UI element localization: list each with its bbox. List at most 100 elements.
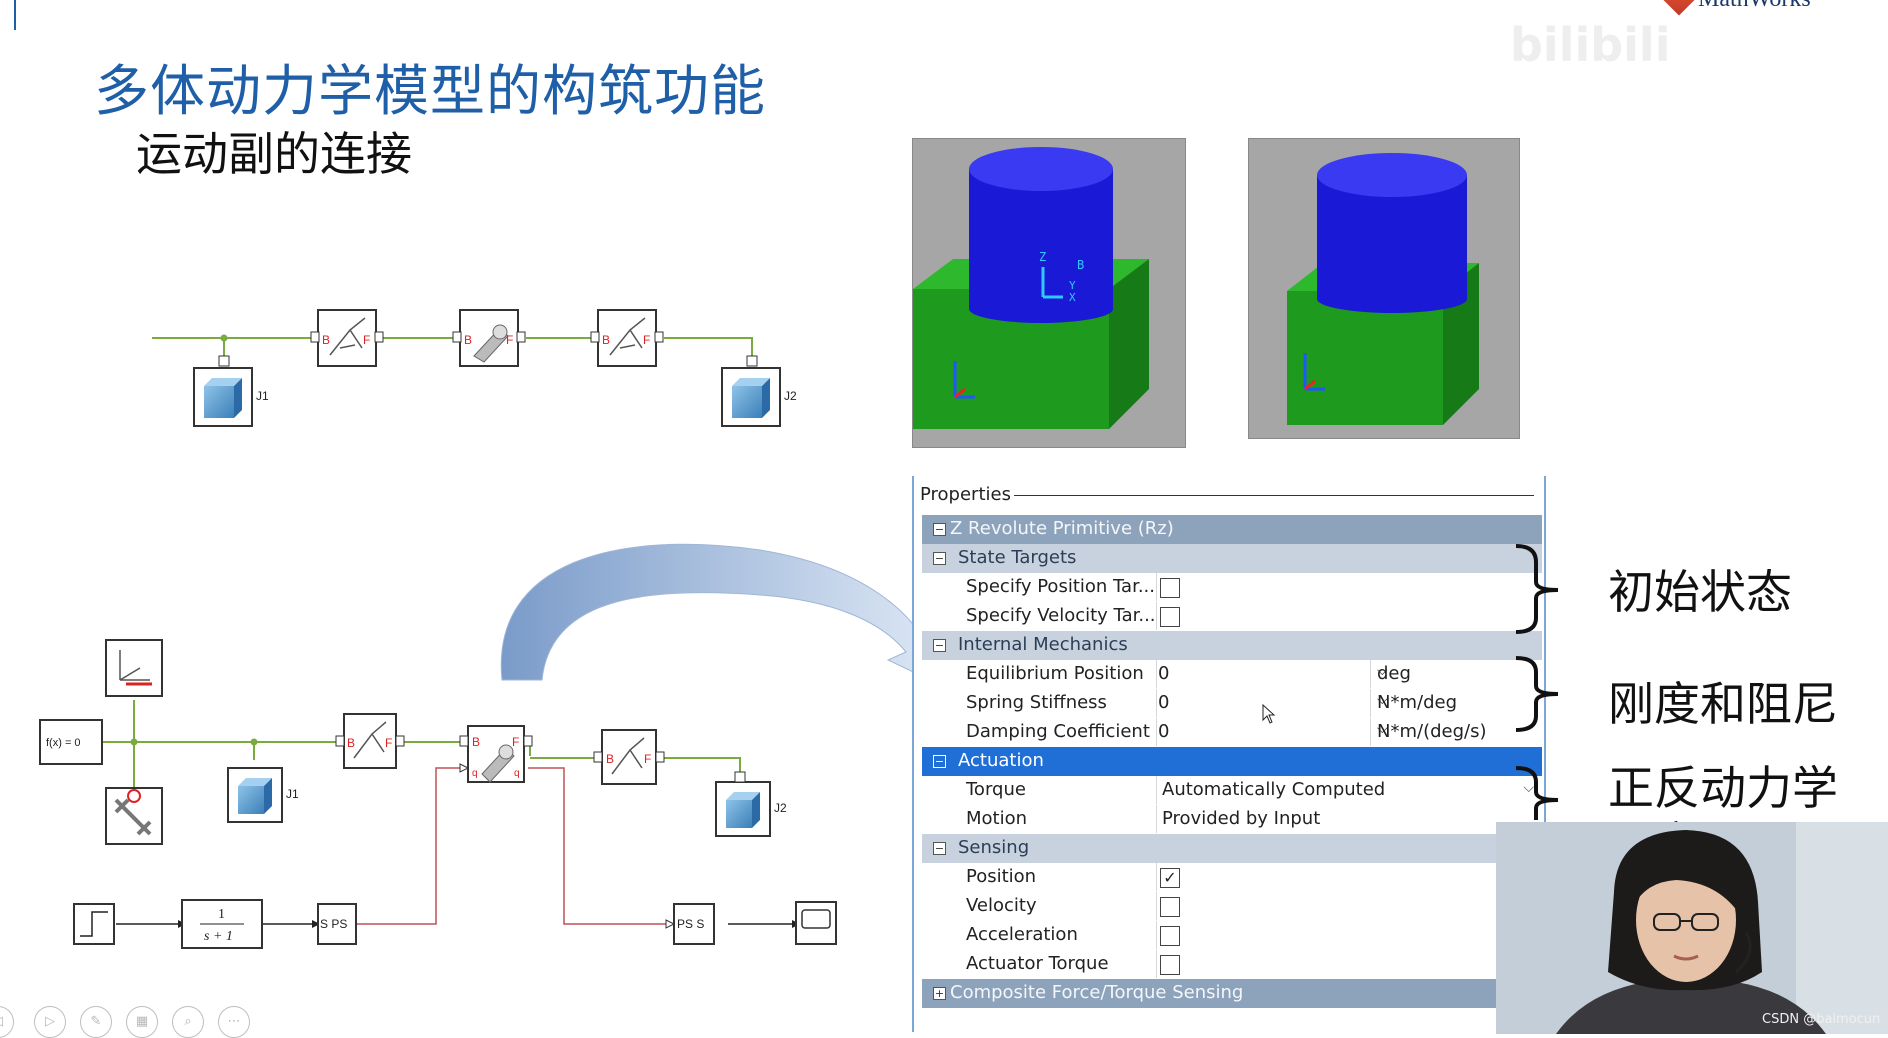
annotation-initial-state: 初始状态 <box>1608 556 1792 622</box>
row-sense-actuator-torque: Actuator Torque <box>922 950 1542 980</box>
transfer-function-block[interactable]: 1 s + 1 <box>182 900 262 948</box>
presenter-video <box>1496 822 1888 1034</box>
bottom-diagram: f(x) = 0 J1 B F B F q <box>40 640 836 948</box>
mechanism-configuration-block[interactable] <box>106 788 162 844</box>
svg-text:q: q <box>514 768 520 779</box>
position-target-checkbox[interactable] <box>1160 578 1180 598</box>
row-specify-velocity-target: Specify Velocity Tar... <box>922 602 1542 632</box>
revolute-joint-block-bottom[interactable]: B F q q <box>460 726 532 782</box>
velocity-target-checkbox[interactable] <box>1160 607 1180 627</box>
ps-to-simulink-converter[interactable]: PS S <box>666 904 714 944</box>
collapse-icon[interactable]: − <box>933 755 946 768</box>
world-frame-block[interactable] <box>106 640 162 696</box>
svg-text:q: q <box>472 768 478 779</box>
collapse-icon[interactable]: − <box>933 523 946 536</box>
subgroup-state-targets[interactable]: − State Targets <box>922 544 1542 573</box>
row-torque: Torque Automatically Computed ⌵ <box>922 776 1542 806</box>
group-z-revolute-primitive[interactable]: − Z Revolute Primitive (Rz) <box>922 515 1542 544</box>
svg-text:1: 1 <box>218 907 225 922</box>
collapse-icon[interactable]: − <box>933 552 946 565</box>
svg-text:F: F <box>385 736 392 750</box>
membrane-logo-icon <box>1663 0 1694 16</box>
collapse-icon[interactable]: − <box>933 842 946 855</box>
svg-text:F: F <box>506 333 513 347</box>
svg-text:B: B <box>606 752 614 766</box>
row-damping-coefficient: Damping Coefficient 0 N*m/(deg/s)⌵ <box>922 718 1542 748</box>
row-sense-position: Position ✓ <box>922 863 1542 893</box>
simulink-to-ps-converter[interactable]: S PS <box>318 904 356 944</box>
damping-coefficient-input[interactable]: 0 <box>1158 721 1169 742</box>
torque-dropdown[interactable]: Automatically Computed <box>1162 779 1385 800</box>
rigid-transform-block-1-bottom[interactable]: B F <box>336 714 404 768</box>
sense-actuator-torque-checkbox[interactable] <box>1160 955 1180 975</box>
scope-block[interactable] <box>796 902 836 944</box>
svg-text:Z: Z <box>1039 250 1046 264</box>
equilibrium-position-input[interactable]: 0 <box>1158 663 1169 684</box>
sense-velocity-checkbox[interactable] <box>1160 897 1180 917</box>
svg-text:F: F <box>643 333 650 347</box>
collapse-icon[interactable]: − <box>933 639 946 652</box>
subgroup-actuation[interactable]: − Actuation <box>922 747 1542 776</box>
svg-text:F: F <box>363 333 370 347</box>
row-motion: Motion Provided by Input <box>922 805 1542 835</box>
solid-block-j1-bottom[interactable]: J1 <box>228 768 299 822</box>
pen-icon[interactable]: ✎ <box>80 1006 112 1038</box>
subgroup-internal-mechanics[interactable]: − Internal Mechanics <box>922 631 1542 660</box>
sense-position-checkbox[interactable]: ✓ <box>1160 868 1180 888</box>
svg-text:J1: J1 <box>286 787 299 801</box>
annotation-stiffness-damping: 刚度和阻尼 <box>1608 668 1838 734</box>
rigid-transform-block-2-bottom[interactable]: B F <box>594 730 664 784</box>
subgroup-sensing[interactable]: − Sensing <box>922 834 1542 863</box>
svg-text:B: B <box>464 333 472 347</box>
mathworks-logo: MathWorks <box>1668 0 1811 13</box>
properties-title: Properties <box>920 484 1011 505</box>
row-specify-position-target: Specify Position Tar... <box>922 573 1542 603</box>
svg-text:B: B <box>602 333 610 347</box>
revolute-joint-block[interactable]: B F <box>453 310 525 366</box>
mouse-cursor-icon <box>1262 704 1278 726</box>
row-sense-acceleration: Acceleration <box>922 921 1542 951</box>
annotation-brackets <box>1508 538 1578 838</box>
next-slide-icon[interactable]: ▷ <box>34 1006 66 1038</box>
row-equilibrium-position: Equilibrium Position 0 deg⌵ <box>922 660 1542 690</box>
spring-stiffness-input[interactable]: 0 <box>1158 692 1169 713</box>
svg-text:J1: J1 <box>256 389 269 403</box>
svg-text:f(x) = 0: f(x) = 0 <box>46 737 81 749</box>
solver-configuration-block[interactable]: f(x) = 0 <box>40 720 102 764</box>
csdn-credit: CSDN @baimocun <box>1762 1012 1880 1027</box>
mechanics-viewport-2[interactable] <box>1248 138 1520 439</box>
bilibili-watermark: bilibili <box>1510 18 1670 72</box>
motion-dropdown[interactable]: Provided by Input <box>1162 808 1320 829</box>
svg-text:B: B <box>472 735 480 749</box>
more-options-icon[interactable]: ⋯ <box>218 1006 250 1038</box>
rigid-transform-block-1[interactable]: B F <box>311 310 383 366</box>
zoom-icon[interactable]: ⌕ <box>172 1006 204 1038</box>
mechanics-viewport-1[interactable]: Z B Y X <box>912 138 1186 448</box>
top-diagram: B F B F B F J1 <box>152 310 797 426</box>
title-divider <box>1014 495 1534 496</box>
row-spring-stiffness: Spring Stiffness 0 N*m/deg⌵ <box>922 689 1542 719</box>
step-source-block[interactable] <box>74 904 114 944</box>
group-composite-force-torque-sensing[interactable]: + Composite Force/Torque Sensing <box>922 979 1542 1008</box>
webcam-overlay <box>1496 822 1888 1034</box>
svg-text:B: B <box>1077 258 1084 272</box>
rigid-transform-block-2[interactable]: B F <box>591 310 663 366</box>
expand-icon[interactable]: + <box>933 987 946 1000</box>
row-sense-velocity: Velocity <box>922 892 1542 922</box>
properties-panel: Properties − Z Revolute Primitive (Rz) −… <box>912 476 1546 1032</box>
svg-text:F: F <box>644 752 651 766</box>
svg-text:X: X <box>1069 291 1076 304</box>
solid-block-j1[interactable]: J1 <box>194 356 269 426</box>
svg-text:PS S: PS S <box>677 917 704 931</box>
svg-text:B: B <box>347 736 355 750</box>
sense-acceleration-checkbox[interactable] <box>1160 926 1180 946</box>
curved-arrow <box>501 544 912 680</box>
solid-block-j2[interactable]: J2 <box>722 356 797 426</box>
solid-block-j2-bottom[interactable]: J2 <box>716 772 787 836</box>
svg-text:B: B <box>322 333 330 347</box>
svg-text:J2: J2 <box>774 801 787 815</box>
svg-text:F: F <box>512 735 519 749</box>
svg-text:S PS: S PS <box>320 917 347 931</box>
slides-grid-icon[interactable]: ▦ <box>126 1006 158 1038</box>
svg-text:s + 1: s + 1 <box>204 929 233 944</box>
